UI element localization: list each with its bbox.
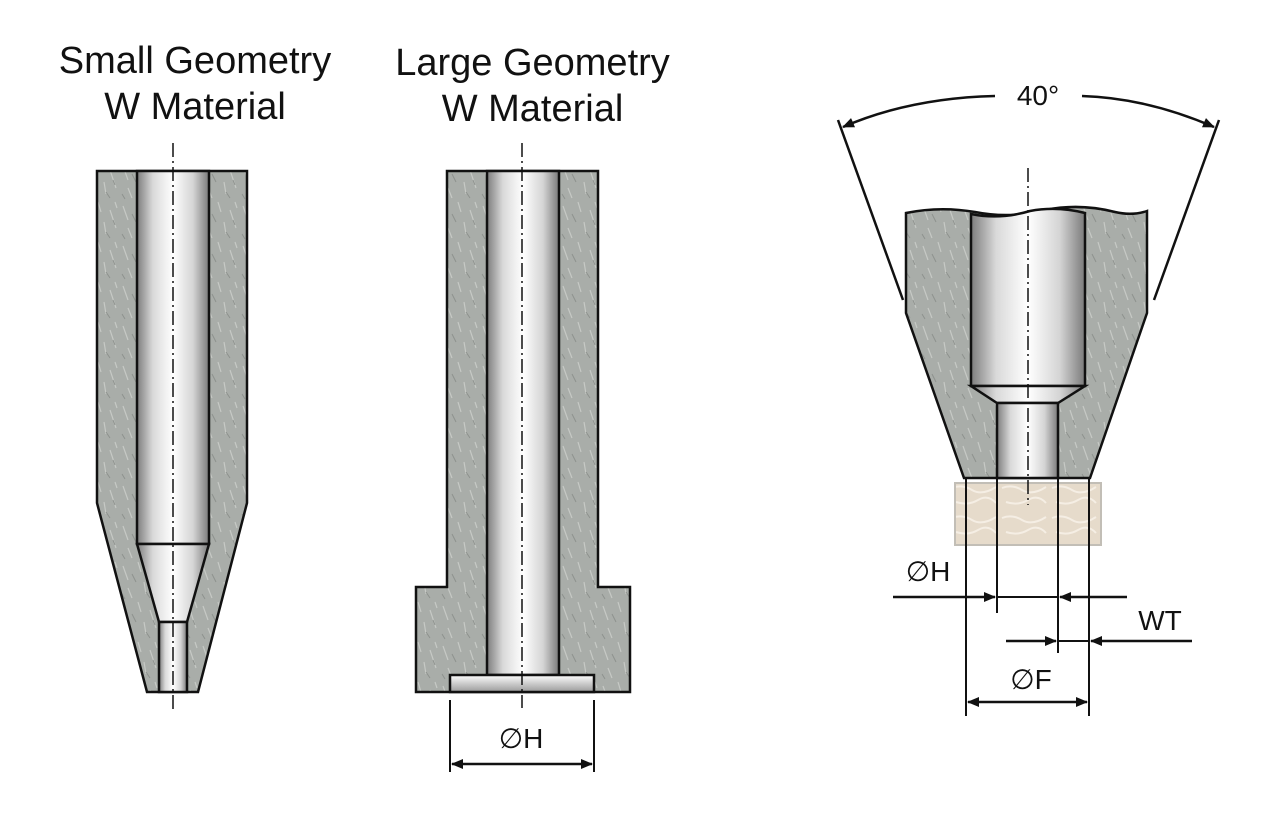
large-geometry-capillary: ∅H: [414, 143, 632, 772]
large-title-line2: W Material: [441, 88, 624, 130]
angle-arc-left: [842, 94, 996, 129]
angle-arc-right: [1081, 94, 1215, 129]
large-title-line1: Large Geometry: [395, 42, 670, 84]
tip-bore-label: ∅H: [906, 556, 951, 587]
tip-detail: 40° ∅H WT ∅F: [836, 80, 1221, 716]
wall-label: WT: [1138, 605, 1182, 636]
angle-label: 40°: [1017, 80, 1059, 111]
angle-line-right: [1152, 119, 1221, 301]
small-title-line1: Small Geometry: [58, 40, 332, 82]
large-bore-label: ∅H: [499, 723, 544, 754]
face-label: ∅F: [1010, 664, 1052, 695]
large-geometry-title: Large Geometry W Material: [360, 40, 705, 132]
small-title-line2: W Material: [104, 86, 286, 128]
large-capillary-bore: [485, 169, 561, 677]
small-geometry-title: Small Geometry W Material: [25, 38, 365, 130]
angle-line-left: [836, 119, 905, 301]
small-geometry-capillary: [95, 143, 249, 710]
